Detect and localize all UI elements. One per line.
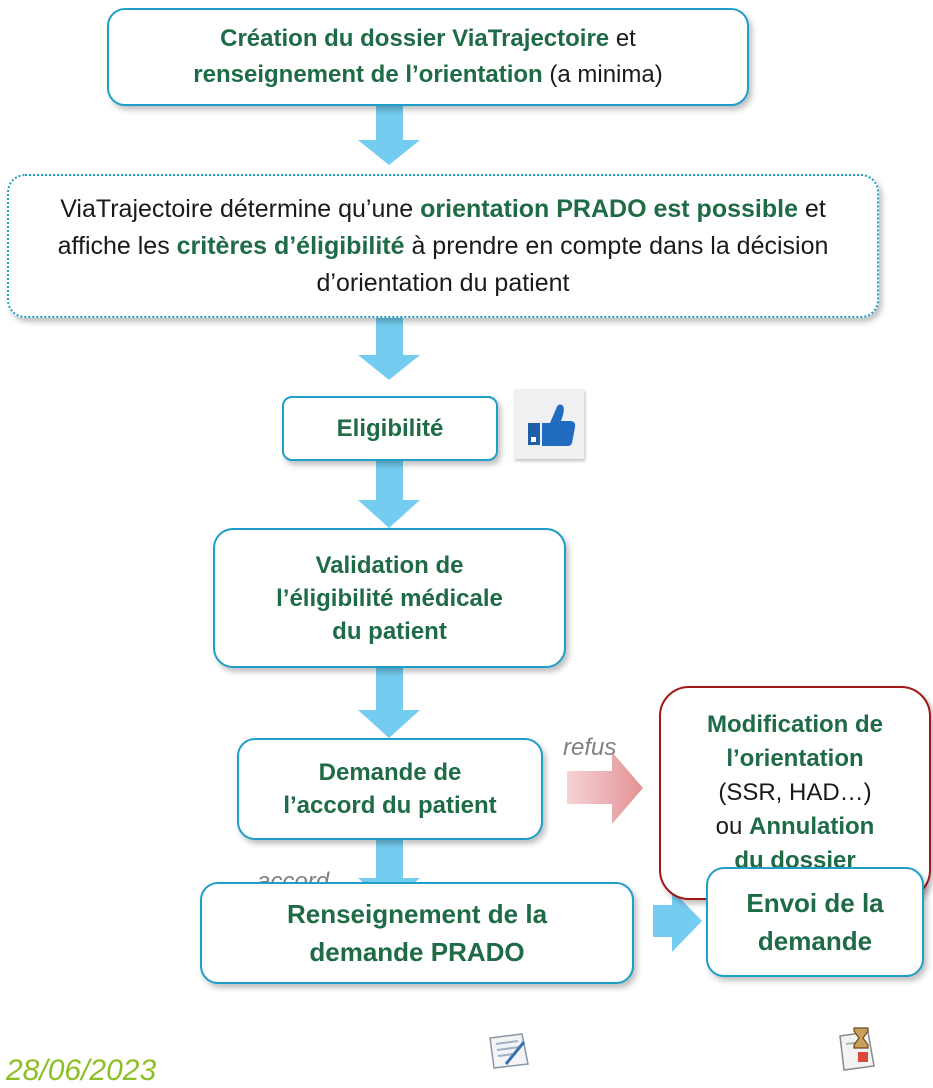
arrow-down-4	[358, 668, 420, 738]
box-creation-dossier: Création du dossier ViaTrajectoire et re…	[107, 8, 749, 106]
envoi-line-2: demande	[757, 926, 873, 956]
box-validation-eligibilite: Validation de l’éligibilité médicale du …	[213, 528, 566, 668]
determination-text-3: à prendre en compte dans la décision d’o…	[316, 231, 829, 297]
arrow-refus	[567, 752, 643, 824]
label-refus: refus	[563, 734, 617, 761]
renseignement-line-1: Renseignement de la	[286, 899, 548, 929]
modification-line-4b: Annulation	[749, 813, 875, 840]
box-envoi-demande: Envoi de la demande	[706, 867, 924, 977]
demande-line-1: Demande de	[318, 759, 462, 786]
creation-bold-2: renseignement de l’orientation	[193, 61, 543, 88]
determination-text-2: et affiche les	[57, 194, 826, 260]
creation-text-1: et	[609, 25, 636, 52]
modification-line-3: (SSR, HAD…)	[718, 779, 872, 806]
box-demande-accord: Demande de l’accord du patient	[237, 738, 543, 840]
validation-line-1: Validation de	[315, 551, 464, 579]
validation-line-2: l’éligibilité médicale	[276, 584, 503, 612]
box-eligibilite: Eligibilité	[282, 396, 498, 461]
determination-bold-2: critères d’éligibilité	[176, 231, 405, 260]
renseignement-line-2: demande PRADO	[309, 937, 525, 967]
determination-text-1: ViaTrajectoire détermine qu’une	[60, 194, 421, 223]
arrow-down-1	[358, 105, 420, 165]
modification-line-4a: ou	[715, 813, 750, 840]
envoi-line-1: Envoi de la	[746, 888, 884, 918]
modification-line-1: Modification de	[707, 711, 883, 738]
determination-bold-1: orientation PRADO est possible	[420, 194, 798, 223]
footer-date: 28/06/2023	[6, 1054, 157, 1087]
box-determination-prado: ViaTrajectoire détermine qu’une orientat…	[7, 174, 879, 318]
form-edit-icon	[484, 1030, 534, 1072]
hourglass-document-icon	[832, 1024, 882, 1074]
thumbs-up-icon	[514, 389, 584, 459]
arrow-envoi	[653, 890, 702, 952]
creation-text-2: (a minima)	[542, 61, 663, 88]
arrow-down-3	[358, 460, 420, 528]
modification-line-2: l’orientation	[726, 745, 864, 772]
box-renseignement-prado: Renseignement de la demande PRADO	[200, 882, 634, 984]
eligibilite-label: Eligibilité	[336, 415, 444, 442]
arrow-down-2	[358, 318, 420, 380]
validation-line-3: du patient	[332, 617, 447, 645]
box-modification-annulation: Modification de l’orientation (SSR, HAD……	[659, 686, 931, 900]
creation-bold-1: Création du dossier ViaTrajectoire	[220, 25, 610, 52]
demande-line-2: l’accord du patient	[283, 792, 497, 819]
